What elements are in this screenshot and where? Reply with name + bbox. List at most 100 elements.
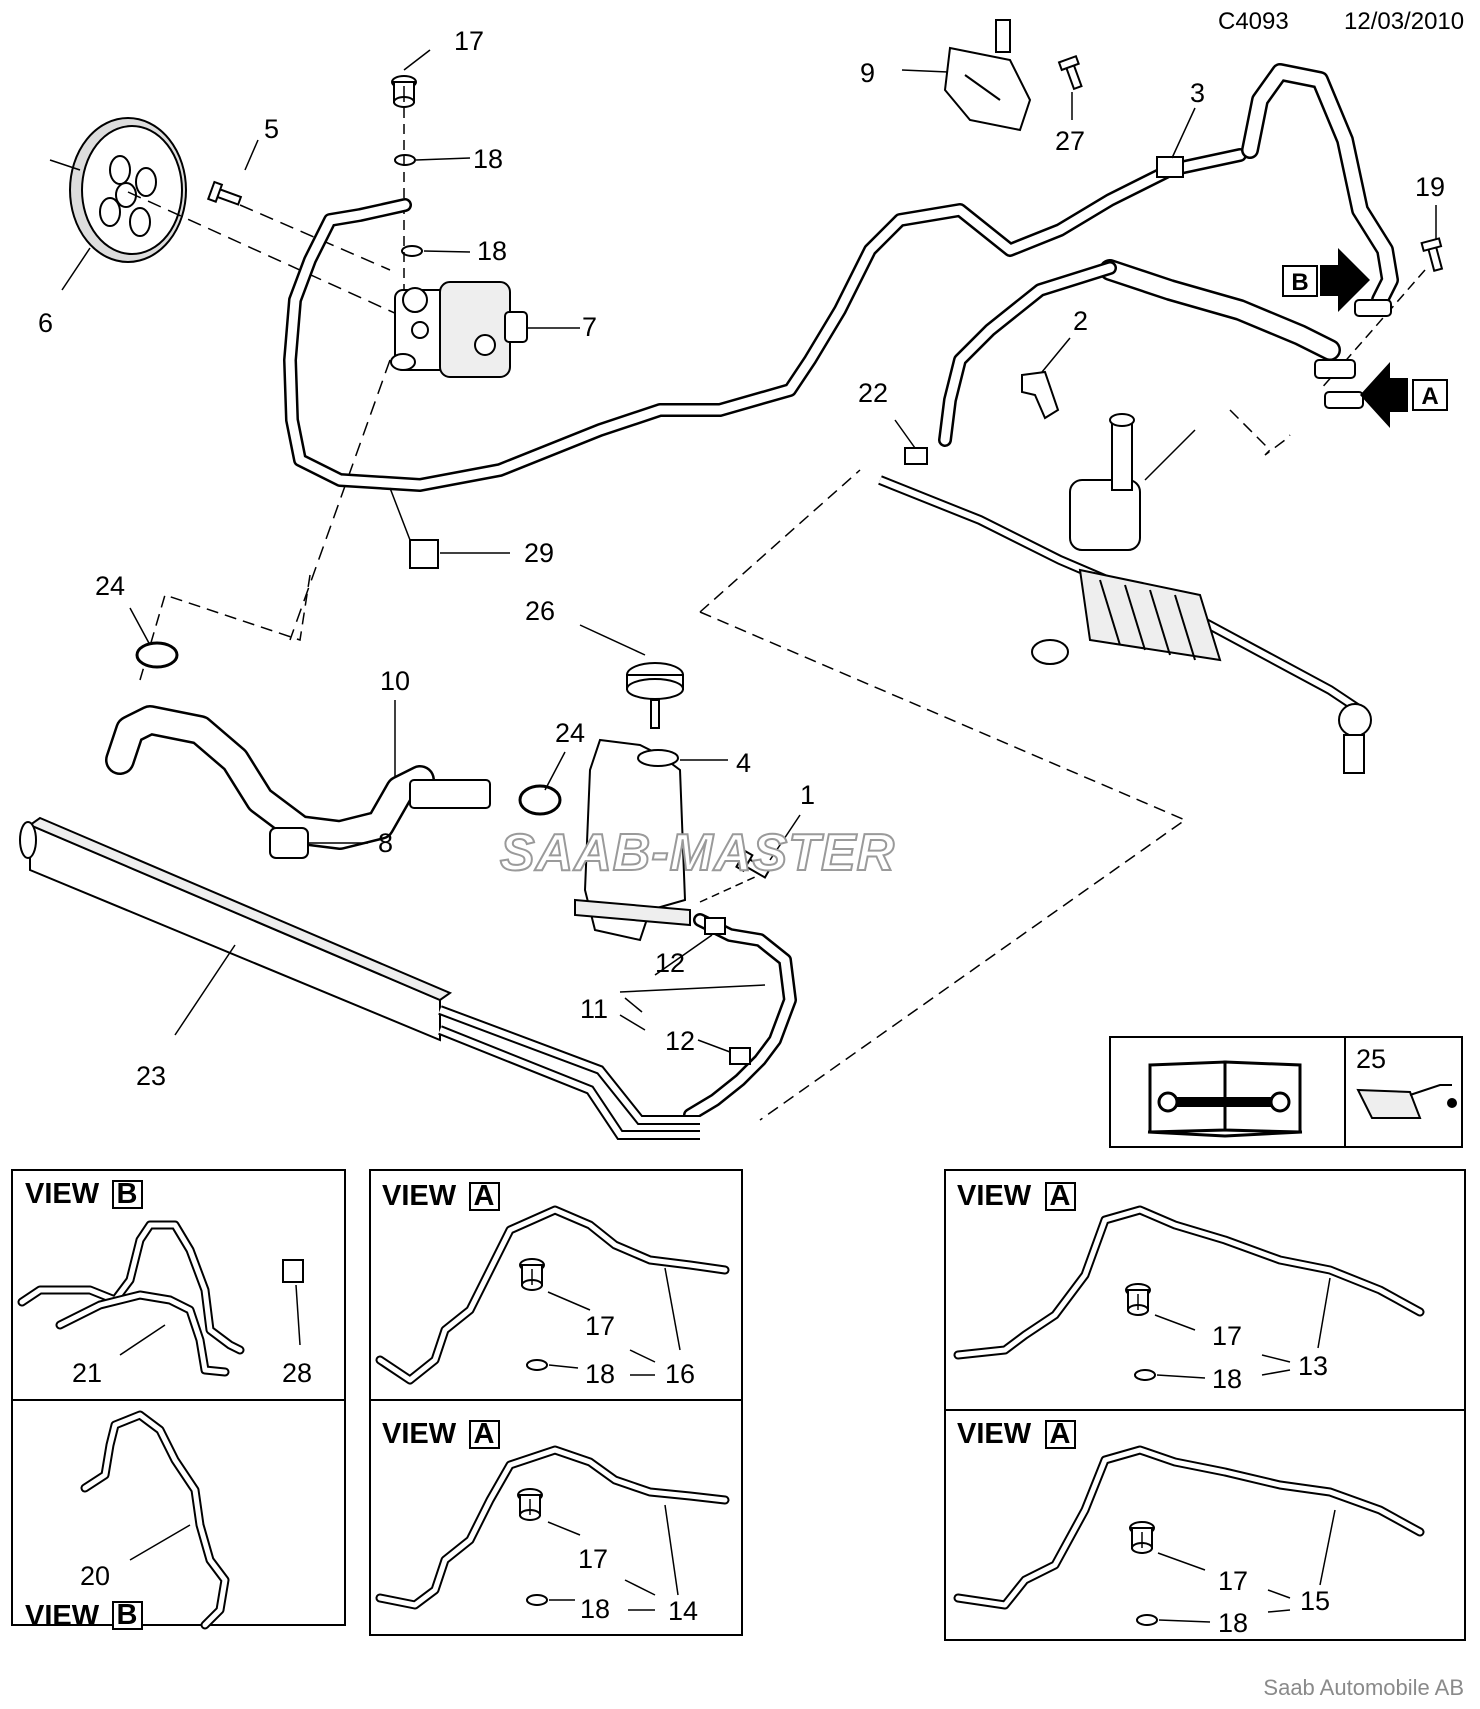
copyright-footer: Saab Automobile AB <box>1263 1675 1464 1700</box>
hose-end-fitting-a <box>1314 359 1364 409</box>
svg-text:B: B <box>1291 269 1308 296</box>
fluid-reservoir-4 <box>574 738 691 942</box>
svg-text:18: 18 <box>1212 1364 1242 1394</box>
reservoir-cap-26 <box>626 662 684 729</box>
svg-text:20: 20 <box>80 1561 110 1591</box>
feed-hose <box>938 261 1117 447</box>
suction-hose-10 <box>105 705 491 850</box>
svg-text:B: B <box>117 1178 138 1210</box>
label-19: 19 <box>1415 172 1445 202</box>
svg-text:21: 21 <box>72 1358 102 1388</box>
svg-text:18: 18 <box>580 1594 610 1624</box>
svg-text:17: 17 <box>1212 1321 1242 1351</box>
label-5: 5 <box>264 114 279 144</box>
svg-text:17: 17 <box>578 1544 608 1574</box>
svg-text:VIEW: VIEW <box>25 1600 100 1632</box>
label-4: 4 <box>736 748 751 778</box>
return-hose-upper <box>1099 63 1399 361</box>
svg-text:A: A <box>1050 1180 1071 1212</box>
svg-text:A: A <box>1421 383 1438 410</box>
svg-text:16: 16 <box>665 1359 695 1389</box>
service-manual-book-icon <box>1147 1060 1303 1138</box>
part-labels: 17 5 18 18 7 6 9 27 3 19 2 22 29 24 26 1… <box>38 26 1445 1091</box>
label-25: 25 <box>1356 1044 1386 1074</box>
svg-text:B: B <box>117 1599 138 1631</box>
watermark-logo: SAAB-MASTER <box>500 824 895 882</box>
pressure-hose <box>283 148 1247 492</box>
svg-text:28: 28 <box>282 1358 312 1388</box>
label-12-lower: 12 <box>665 1026 695 1056</box>
svg-text:VIEW: VIEW <box>957 1418 1032 1450</box>
label-1: 1 <box>800 780 815 810</box>
label-10: 10 <box>380 666 410 696</box>
bracket-9 <box>943 19 1032 132</box>
steering-rack <box>878 413 1372 774</box>
svg-text:17: 17 <box>1218 1566 1248 1596</box>
hose-clamp-24 <box>135 641 179 669</box>
return-hose-11 <box>683 913 797 1122</box>
oil-cooler-23 <box>19 816 700 1140</box>
view-b-bottom-panel: 20 VIEW B <box>11 1399 346 1632</box>
clip-22 <box>904 447 928 465</box>
hose-clamp-24-right <box>518 784 562 816</box>
hose-clamp-12-lower <box>729 1047 751 1065</box>
diagram-code: C4093 <box>1218 8 1289 35</box>
o-ring-18 <box>394 154 416 166</box>
svg-text:VIEW: VIEW <box>382 1418 457 1450</box>
view-a-rt-top-panel: VIEW A 17 18 13 <box>944 1169 1466 1411</box>
view-b-top-panel: VIEW B 21 28 <box>11 1169 346 1401</box>
power-steering-pump <box>390 281 528 378</box>
clip-29 <box>409 539 439 569</box>
label-12: 12 <box>655 948 685 978</box>
label-2: 2 <box>1073 306 1088 336</box>
callout-arrow-b: B <box>1282 248 1370 312</box>
svg-text:A: A <box>1050 1418 1071 1450</box>
banjo-bolt-17 <box>391 75 417 108</box>
diagram-date: 12/03/2010 <box>1344 8 1465 35</box>
svg-text:17: 17 <box>585 1311 615 1341</box>
svg-text:14: 14 <box>668 1596 698 1626</box>
label-9: 9 <box>860 58 875 88</box>
label-17: 17 <box>454 26 484 56</box>
label-23: 23 <box>136 1061 166 1091</box>
svg-text:18: 18 <box>585 1359 615 1389</box>
view-a-mid-bot-panel: VIEW A 17 18 14 <box>369 1399 743 1636</box>
label-6: 6 <box>38 308 53 338</box>
clip-28 <box>282 1259 304 1283</box>
label-8: 8 <box>378 828 393 858</box>
svg-text:13: 13 <box>1298 1351 1328 1381</box>
label-27: 27 <box>1055 126 1085 156</box>
label-24-right: 24 <box>555 718 585 748</box>
hose-clamp-12-upper <box>704 917 726 935</box>
label-26: 26 <box>525 596 555 626</box>
label-18: 18 <box>473 144 503 174</box>
bolt-19 <box>1420 237 1448 274</box>
bolt-5 <box>207 181 244 211</box>
view-a-mid-top-panel: VIEW A 17 18 16 <box>369 1169 743 1401</box>
svg-text:15: 15 <box>1300 1586 1330 1616</box>
pulley <box>69 117 187 263</box>
label-11: 11 <box>580 994 608 1024</box>
svg-text:VIEW: VIEW <box>957 1180 1032 1212</box>
svg-text:A: A <box>474 1418 495 1450</box>
svg-text:A: A <box>474 1180 495 1212</box>
view-a-rt-bot-panel: VIEW A 17 18 15 <box>944 1409 1466 1641</box>
bracket-2 <box>1021 370 1060 420</box>
svg-text:VIEW: VIEW <box>25 1178 100 1210</box>
bolt-27 <box>1058 55 1088 92</box>
hose-end-fitting-b <box>1354 299 1392 317</box>
o-ring-18-lower <box>401 245 423 257</box>
label-29: 29 <box>524 538 554 568</box>
label-3: 3 <box>1190 78 1205 108</box>
clip-3 <box>1156 156 1184 178</box>
svg-text:VIEW: VIEW <box>382 1180 457 1212</box>
oil-can-icon <box>1356 1084 1457 1119</box>
label-7: 7 <box>582 312 597 342</box>
label-24: 24 <box>95 571 125 601</box>
label-18-lower: 18 <box>477 236 507 266</box>
hose-clamp-8 <box>269 827 309 859</box>
svg-text:18: 18 <box>1218 1608 1248 1638</box>
label-22: 22 <box>858 378 888 408</box>
callout-arrow-a: A <box>1360 362 1448 428</box>
